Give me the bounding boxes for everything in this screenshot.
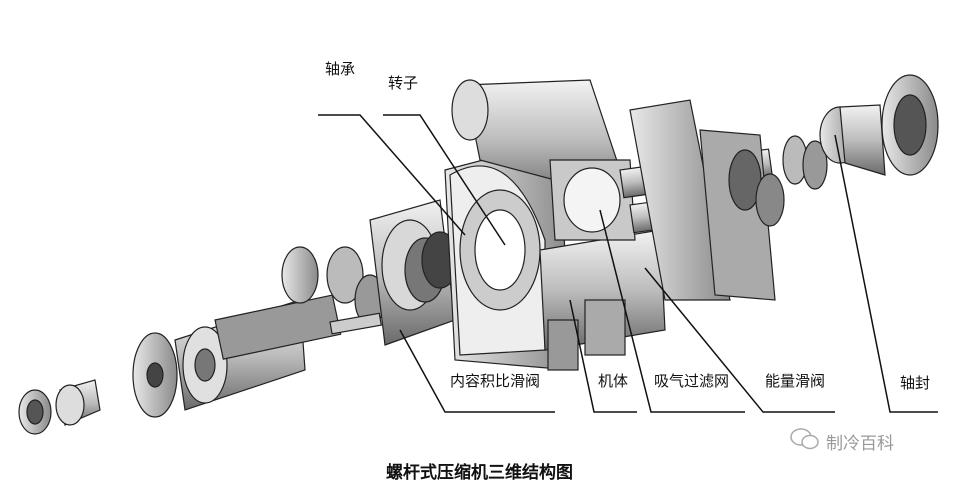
label-rotor: 转子 (388, 74, 419, 92)
label-vi-slide-valve: 内容积比滑阀 (450, 372, 541, 390)
leader-body (569, 299, 637, 413)
label-shaft-seal: 轴封 (900, 374, 931, 392)
shaft-seal-part (819, 74, 939, 176)
label-bearing: 轴承 (325, 60, 356, 78)
watermark-text: 制冷百科 (826, 434, 894, 454)
flange-left (132, 294, 342, 418)
leader-vi-slide-valve (399, 329, 555, 413)
wechat-icon (790, 428, 820, 455)
label-body: 机体 (598, 372, 629, 390)
leader-capacity-slide-valve (644, 267, 835, 413)
figure-caption: 螺杆式压缩机三维结构图 (386, 463, 573, 483)
compressor-body (444, 139, 666, 371)
leader-suction-filter (599, 209, 745, 413)
end-cover-left (18, 379, 101, 435)
bearing-housing (369, 199, 459, 346)
discharge-end-housing (629, 99, 828, 301)
leader-rotor (383, 114, 506, 246)
label-suction-filter: 吸气过滤网 (654, 372, 730, 390)
leader-shaft-seal (834, 134, 938, 413)
label-capacity-slide-valve: 能量滑阀 (765, 372, 826, 390)
leader-lines (318, 114, 938, 413)
leader-bearing (318, 114, 466, 236)
watermark: 制冷百科 (790, 428, 894, 455)
separator-cylinder (451, 79, 636, 241)
